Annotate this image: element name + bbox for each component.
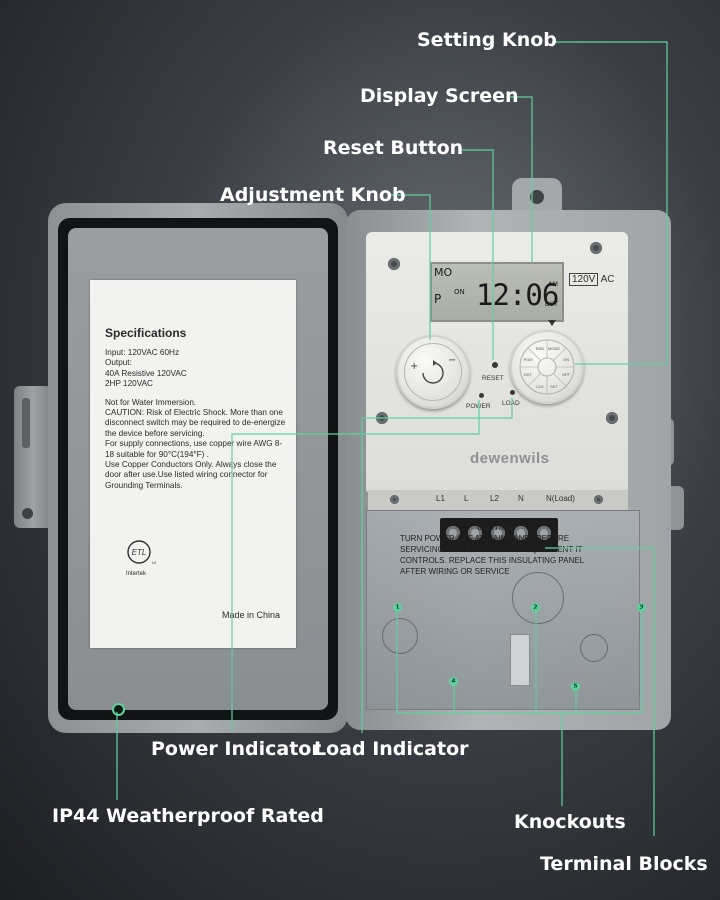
faceplate-screw: [606, 412, 618, 424]
knockout-circle: [512, 572, 564, 624]
knob-segment-label: MODE: [548, 346, 560, 351]
spec-line: Input: 120VAC 60Hz: [105, 348, 180, 357]
knob-segment-label: SET: [550, 384, 558, 389]
spec-warning: For supply connections, use copper wire …: [105, 439, 283, 459]
load-indicator-led: [510, 390, 515, 395]
spec-line: Output:: [105, 358, 132, 368]
lcd-mode: P: [434, 292, 442, 306]
faceplate-screw: [388, 258, 400, 270]
load-label: LOAD: [502, 400, 520, 407]
callout-terminal-blocks: Terminal Blocks: [540, 853, 708, 875]
knockout-marker: 1: [393, 603, 402, 612]
callout-knockouts: Knockouts: [514, 811, 626, 833]
spec-body: Input: 120VAC 60Hz Output: 40A Resistive…: [105, 348, 290, 491]
lcd-state: ON: [454, 288, 465, 296]
terminal-label-strip: L1 L L2 N N(Load): [368, 490, 628, 510]
power-label: POWER: [466, 403, 491, 410]
etl-mark: ETL: [132, 548, 147, 557]
voltage-value: 120V: [569, 273, 599, 286]
power-indicator-led: [479, 393, 484, 398]
made-in-label: Made in China: [221, 610, 280, 620]
mounting-hole: [530, 190, 544, 204]
terminal-label: L2: [490, 494, 499, 503]
terminal-label: L1: [436, 494, 445, 503]
seal-marker-icon: [112, 703, 125, 716]
ground-bracket: [510, 634, 530, 686]
terminal-block: [440, 518, 558, 552]
door-hinge: [14, 386, 52, 528]
etl-us-mark: US: [152, 560, 156, 565]
current-type: AC: [600, 274, 615, 285]
setting-knob-dial-icon: MODE ON OFF SET CLK DST PGM RND: [519, 339, 575, 395]
adjust-arrow-icon: [422, 360, 444, 384]
reset-label: RESET: [482, 375, 504, 382]
knockout-marker: 4: [449, 677, 458, 686]
brand-logo: dewenwils: [470, 450, 550, 467]
callout-reset-button: Reset Button: [323, 137, 464, 159]
callout-display-screen: Display Screen: [360, 85, 519, 107]
knob-segment-label: RND: [536, 346, 545, 351]
spec-line: 40A Resistive 120VAC: [105, 368, 187, 378]
callout-load-indicator: Load Indicator: [314, 738, 469, 760]
knockout-marker: 5: [571, 682, 580, 691]
knob-segment-label: ON: [563, 357, 569, 362]
spec-title: Specifications: [105, 326, 187, 340]
intertek-label: Intertek: [126, 571, 147, 577]
lcd-day: MO: [434, 266, 453, 279]
spec-line: 2HP 120VAC: [105, 379, 153, 389]
ground-symbol-circle: [580, 634, 608, 662]
caution-insulating-panel: CAUTION TURN POWER OFF AT MAIN PANEL BEF…: [400, 522, 590, 577]
lcd-display-screen: MO P ON 12:06 AM DST: [430, 262, 564, 322]
knob-plus-mark: +: [410, 361, 419, 372]
knob-minus-mark: −: [448, 355, 457, 366]
spec-warning: Use Copper Conductors Only. Always close…: [105, 460, 277, 490]
knockout-circle: [382, 618, 418, 654]
callout-setting-knob: Setting Knob: [417, 29, 557, 51]
hinge-hole: [22, 508, 33, 519]
reset-button[interactable]: [492, 362, 498, 368]
faceplate-screw: [590, 242, 602, 254]
hinge-slot: [22, 398, 30, 448]
spec-warning: CAUTION: Risk of Electric Shock. More th…: [105, 408, 286, 438]
etl-certification-icon: ETL US: [127, 540, 156, 565]
knockout-marker: 3: [637, 603, 646, 612]
terminal-label: N(Load): [546, 494, 575, 503]
caution-text: TURN POWER OFF AT MAIN PANEL BEFORE SERV…: [400, 534, 584, 576]
knob-segment-label: PGM: [523, 357, 532, 362]
knob-pointer-icon: [548, 320, 556, 326]
knob-segment-label: DST: [524, 372, 533, 377]
knob-segment-label: CLK: [536, 384, 544, 389]
specifications-label: Specifications Input: 120VAC 60Hz Output…: [90, 280, 296, 648]
callout-weatherproof: IP44 Weatherproof Rated: [52, 805, 324, 827]
knob-segment-label: OFF: [562, 372, 571, 377]
setting-knob[interactable]: MODE ON OFF SET CLK DST PGM RND: [510, 330, 584, 404]
caution-title: CAUTION: [477, 523, 513, 532]
lcd-time: 12:06: [476, 278, 559, 312]
terminal-label: L: [464, 494, 469, 503]
knockout-marker: 2: [531, 603, 540, 612]
lcd-meridiem: AM: [547, 280, 558, 288]
lcd-dst: DST: [544, 300, 558, 308]
callout-power-indicator: Power Indicator: [151, 738, 321, 760]
terminal-label: N: [518, 494, 524, 503]
spec-warning: Not for Water Immersion.: [105, 397, 197, 407]
adjustment-knob[interactable]: + −: [396, 335, 470, 409]
callout-adjustment-knob: Adjustment Knob: [220, 184, 406, 206]
voltage-rating: 120V AC: [569, 273, 615, 286]
